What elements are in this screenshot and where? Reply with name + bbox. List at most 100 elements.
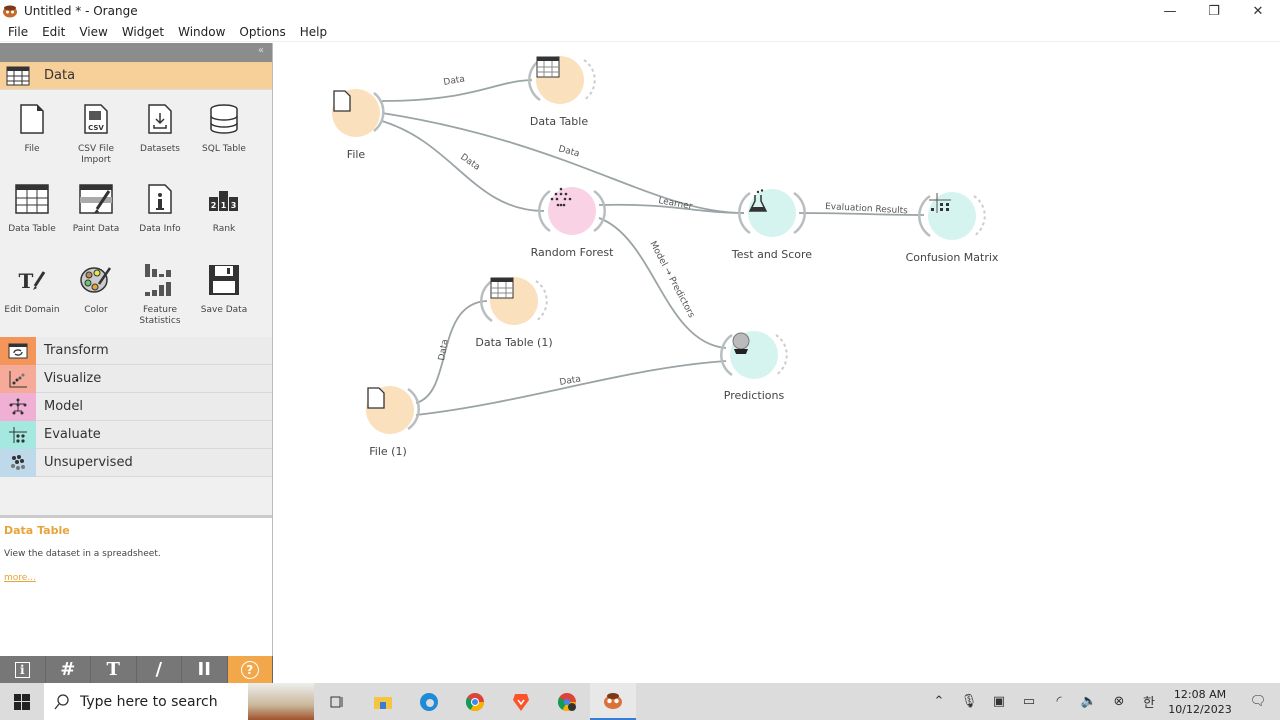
menu-widget[interactable]: Widget (121, 24, 165, 39)
node-file[interactable] (332, 89, 380, 137)
node-random-forest[interactable] (548, 187, 596, 235)
node-confusion-matrix[interactable] (928, 192, 976, 240)
window-title: Untitled * - Orange (24, 4, 138, 18)
node-predictions[interactable] (730, 331, 778, 379)
show-hidden-icons-button[interactable]: ⌃ (933, 694, 945, 709)
link-label: Learner (657, 196, 693, 212)
ime-indicator[interactable]: 한 (1143, 696, 1155, 711)
info-button[interactable]: i (0, 656, 46, 683)
widget-sql-table[interactable]: SQL Table (192, 96, 256, 175)
menu-file[interactable]: File (8, 24, 29, 39)
chrome-button[interactable] (452, 683, 498, 720)
widget-edit-domain[interactable]: T Edit Domain (0, 257, 64, 336)
category-unsupervised[interactable]: Unsupervised (0, 448, 272, 477)
node-data-table[interactable] (536, 56, 584, 104)
link-file1-datatable1 (415, 300, 488, 404)
text-annotation-button[interactable]: T (91, 656, 137, 683)
widget-file[interactable]: File (0, 96, 64, 175)
widget-data-table[interactable]: Data Table (0, 176, 64, 255)
widget-grid: File CSV CSV File Import Datasets SQL Ta… (0, 90, 272, 337)
model-icon (0, 392, 36, 421)
category-data-label: Data (44, 68, 76, 83)
node-file-1[interactable] (366, 386, 414, 434)
widget-feature-statistics[interactable]: Feature Statistics (128, 257, 192, 336)
widget-color[interactable]: Color (64, 257, 128, 336)
taskbar-clock[interactable]: 12:08 AM 10/12/2023 (1164, 687, 1236, 717)
file-explorer-button[interactable] (360, 683, 406, 720)
crystal-ball-icon (732, 332, 750, 354)
widget-paint-data[interactable]: Paint Data (64, 176, 128, 255)
category-evaluate[interactable]: Evaluate (0, 420, 272, 449)
battery-icon[interactable]: ▭ (1022, 694, 1036, 709)
notifications-button[interactable]: 🗨 (1249, 694, 1267, 709)
menu-bar: File Edit View Widget Window Options Hel… (0, 22, 1280, 42)
link-testscore-confusion (798, 212, 925, 216)
system-tray: ⌃ 🎙 ▣ ▭ ◜ 🔈 ⊗ 한 12:08 AM 10/12/2023 🗨 (924, 683, 1280, 720)
widget-csv-file-import[interactable]: CSV CSV File Import (64, 96, 128, 175)
minimize-button[interactable]: — (1163, 3, 1177, 19)
category-data[interactable]: Data (0, 62, 272, 90)
link-label: Data (437, 339, 451, 362)
orange-app-icon (604, 692, 622, 709)
menu-edit[interactable]: Edit (42, 24, 66, 39)
grid-icon: # (60, 659, 76, 680)
workflow-canvas[interactable]: Data Data Data Learner Model → Predictor… (274, 43, 1280, 683)
database-icon (206, 100, 242, 138)
help-button[interactable]: ? (227, 656, 273, 683)
paint-icon (78, 180, 114, 218)
node-label-predictions: Predictions (723, 389, 785, 402)
bottom-toolbar: i # T / II ? (0, 656, 273, 683)
orange-app-icon (3, 5, 17, 18)
pause-icon: II (197, 659, 211, 680)
menu-help[interactable]: Help (299, 24, 328, 39)
datasets-icon (142, 100, 178, 138)
grid-button[interactable]: # (46, 656, 91, 683)
svg-text:1: 1 (221, 201, 227, 210)
node-data-table-1[interactable] (490, 277, 538, 325)
orange-taskbar-button[interactable] (590, 683, 636, 720)
menu-view[interactable]: View (79, 24, 108, 39)
file-icon (333, 90, 351, 112)
start-button[interactable] (0, 683, 44, 720)
collapse-panel-button[interactable]: « (257, 45, 264, 56)
link-label: Evaluation Results (825, 202, 909, 216)
pen-icon: / (155, 659, 163, 680)
microphone-icon[interactable]: 🎙 (960, 694, 978, 709)
info-icon: i (14, 661, 30, 678)
clock-time: 12:08 AM (1173, 687, 1227, 701)
node-test-and-score[interactable] (748, 189, 796, 237)
edit-domain-icon: T (14, 261, 50, 299)
node-label-data-table-1: Data Table (1) (475, 336, 553, 349)
widget-save-data[interactable]: Save Data (192, 257, 256, 336)
close-button[interactable]: ✕ (1252, 3, 1264, 19)
node-label-file: File (346, 148, 366, 161)
brave-button[interactable] (498, 683, 544, 720)
chrome-profile-button[interactable] (544, 683, 590, 720)
category-transform[interactable]: Transform (0, 336, 272, 365)
node-label-random-forest: Random Forest (530, 246, 614, 259)
widget-toolbox: « Data File CSV CSV File Import Datasets… (0, 43, 273, 656)
volume-icon[interactable]: 🔈 (1080, 694, 1098, 709)
question-icon: ? (240, 660, 259, 679)
category-visualize[interactable]: Visualize (0, 364, 272, 393)
help-more-link[interactable]: more... (4, 573, 36, 583)
link-label: Data (458, 152, 481, 173)
menu-options[interactable]: Options (239, 24, 286, 39)
taskbar-search[interactable]: Type here to search (44, 683, 314, 720)
category-model[interactable]: Model (0, 392, 272, 421)
screen-capture-icon[interactable]: ▣ (992, 694, 1006, 709)
close-circle-icon[interactable]: ⊗ (1113, 694, 1125, 709)
restore-button[interactable]: ❐ (1208, 3, 1220, 19)
arrow-annotation-button[interactable]: / (137, 656, 182, 683)
widget-data-info[interactable]: Data Info (128, 176, 192, 255)
edge-button[interactable] (406, 683, 452, 720)
widget-datasets[interactable]: Datasets (128, 96, 192, 175)
task-view-button[interactable] (314, 683, 360, 720)
link-rf-predictions (598, 217, 727, 349)
wifi-icon[interactable]: ◜ (1056, 694, 1062, 709)
menu-window[interactable]: Window (178, 24, 226, 39)
pause-button[interactable]: II (182, 656, 228, 683)
table-icon (536, 56, 560, 78)
link-rf-testscore (598, 203, 745, 214)
